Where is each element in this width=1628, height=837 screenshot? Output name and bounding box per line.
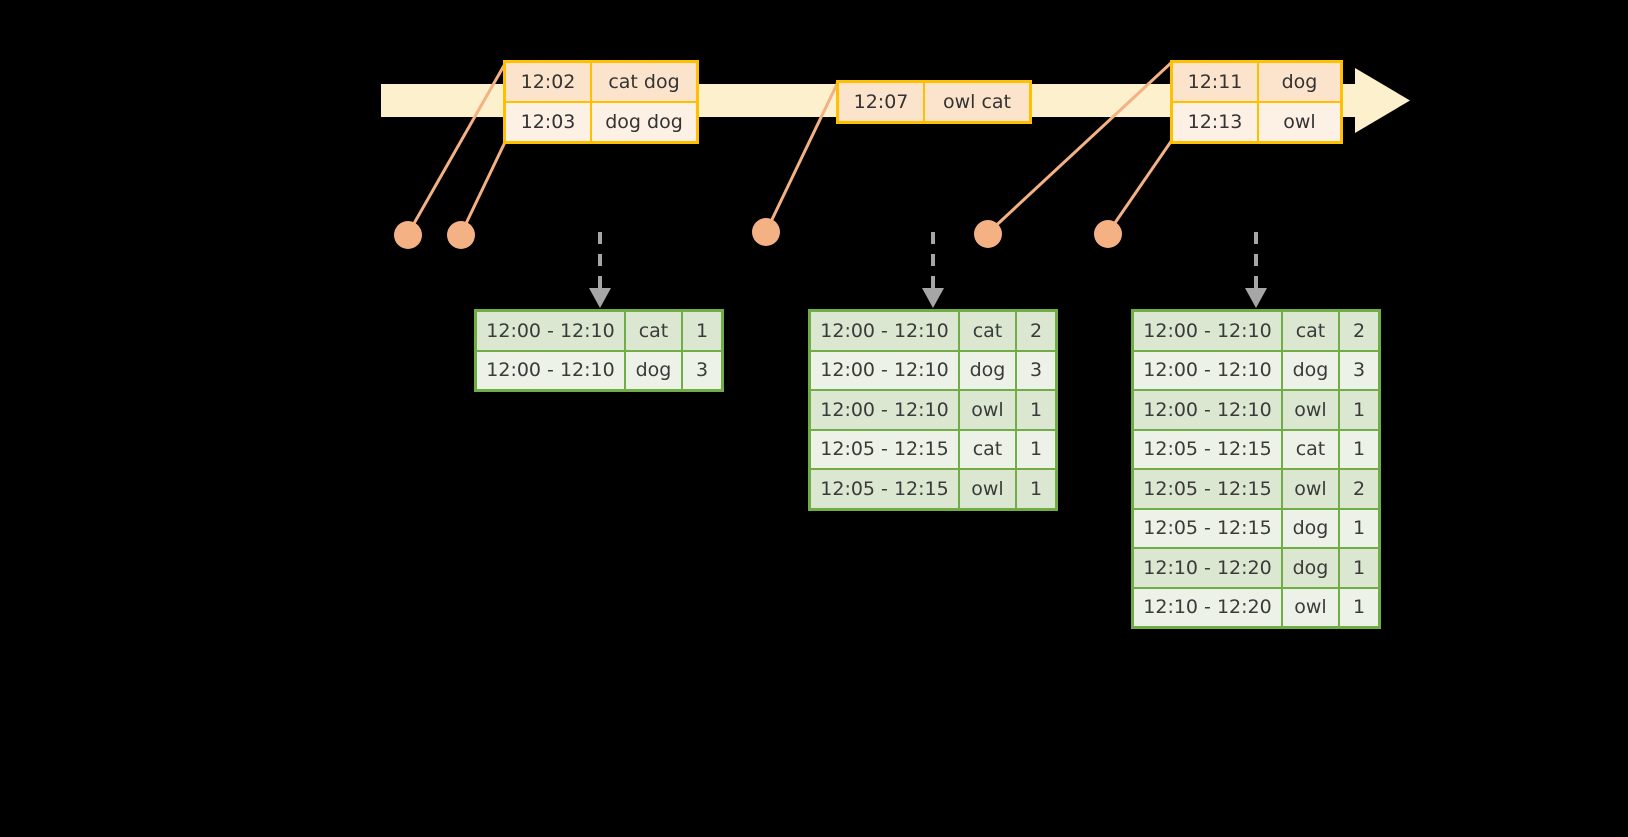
window-cell: 12:05 - 12:15 [811,470,960,508]
word-cell: cat [960,312,1017,350]
count-cell: 2 [1340,470,1378,508]
word-cell: dog [960,351,1017,389]
trigger-arrow-2 [922,232,944,308]
count-cell: 3 [1340,351,1378,389]
result-table-1: 12:00 - 12:10 cat 1 12:00 - 12:10 dog 3 [474,309,724,392]
event-value: owl [1259,103,1340,141]
window-cell: 12:05 - 12:15 [1134,430,1283,468]
table-row: 12:00 - 12:10 cat 2 [811,312,1055,350]
count-cell: 1 [1340,391,1378,429]
window-cell: 12:00 - 12:10 [477,312,626,350]
window-cell: 12:00 - 12:10 [811,351,960,389]
event-row: 12:13 owl [1173,101,1340,141]
event-row: 12:11 dog [1173,63,1340,101]
event-marker-3 [752,218,780,246]
count-cell: 3 [683,351,721,389]
event-time: 12:13 [1173,103,1259,141]
word-cell: owl [1283,470,1340,508]
count-cell: 1 [1340,588,1378,626]
word-cell: dog [1283,549,1340,587]
trigger-arrows [589,232,1267,308]
table-row: 12:05 - 12:15 dog 1 [1134,507,1378,547]
count-cell: 1 [683,312,721,350]
result-table-3: 12:00 - 12:10 cat 2 12:00 - 12:10 dog 3 … [1131,309,1381,629]
count-cell: 1 [1340,509,1378,547]
events-group-2: 12:07 owl cat [836,80,1032,124]
count-cell: 1 [1017,430,1055,468]
word-cell: owl [1283,588,1340,626]
count-cell: 1 [1017,470,1055,508]
window-cell: 12:00 - 12:10 [477,351,626,389]
window-cell: 12:00 - 12:10 [811,391,960,429]
trigger-arrow-1 [589,232,611,308]
word-cell: cat [626,312,683,350]
count-cell: 2 [1017,312,1055,350]
event-row: 12:07 owl cat [839,83,1029,121]
word-cell: owl [960,391,1017,429]
word-cell: cat [960,430,1017,468]
event-time: 12:11 [1173,63,1259,101]
event-value: owl cat [925,83,1029,121]
window-cell: 12:00 - 12:10 [1134,312,1283,350]
count-cell: 1 [1340,549,1378,587]
event-value: cat dog [592,63,696,101]
word-cell: cat [1283,312,1340,350]
events-group-3: 12:11 dog 12:13 owl [1170,60,1343,144]
word-cell: dog [626,351,683,389]
table-row: 12:00 - 12:10 dog 3 [477,349,721,389]
table-row: 12:00 - 12:10 owl 1 [811,389,1055,429]
window-cell: 12:00 - 12:10 [1134,351,1283,389]
event-marker-2 [447,221,475,249]
events-group-1: 12:02 cat dog 12:03 dog dog [503,60,699,144]
window-cell: 12:00 - 12:10 [1134,391,1283,429]
result-table-2: 12:00 - 12:10 cat 2 12:00 - 12:10 dog 3 … [808,309,1058,511]
event-time: 12:03 [506,103,592,141]
count-cell: 2 [1340,312,1378,350]
event-row: 12:02 cat dog [506,63,696,101]
event-markers [394,218,1122,249]
window-cell: 12:05 - 12:15 [1134,509,1283,547]
count-cell: 3 [1017,351,1055,389]
word-cell: owl [1283,391,1340,429]
trigger-arrow-3 [1245,232,1267,308]
event-time: 12:02 [506,63,592,101]
table-row: 12:00 - 12:10 cat 1 [477,312,721,350]
window-cell: 12:05 - 12:15 [811,430,960,468]
table-row: 12:10 - 12:20 dog 1 [1134,547,1378,587]
count-cell: 1 [1340,430,1378,468]
window-cell: 12:00 - 12:10 [811,312,960,350]
count-cell: 1 [1017,391,1055,429]
event-time: 12:07 [839,83,925,121]
word-cell: dog [1283,509,1340,547]
table-row: 12:00 - 12:10 dog 3 [1134,349,1378,389]
table-row: 12:05 - 12:15 cat 1 [1134,428,1378,468]
event-row: 12:03 dog dog [506,101,696,141]
event-marker-5 [1094,220,1122,248]
table-row: 12:05 - 12:15 owl 2 [1134,468,1378,508]
word-cell: owl [960,470,1017,508]
event-value: dog [1259,63,1340,101]
window-cell: 12:10 - 12:20 [1134,549,1283,587]
event-value: dog dog [592,103,696,141]
table-row: 12:10 - 12:20 owl 1 [1134,586,1378,626]
table-row: 12:05 - 12:15 owl 1 [811,468,1055,508]
table-row: 12:00 - 12:10 dog 3 [811,349,1055,389]
window-cell: 12:10 - 12:20 [1134,588,1283,626]
table-row: 12:05 - 12:15 cat 1 [811,428,1055,468]
table-row: 12:00 - 12:10 owl 1 [1134,389,1378,429]
event-marker-4 [974,220,1002,248]
word-cell: cat [1283,430,1340,468]
event-marker-1 [394,221,422,249]
word-cell: dog [1283,351,1340,389]
window-cell: 12:05 - 12:15 [1134,470,1283,508]
table-row: 12:00 - 12:10 cat 2 [1134,312,1378,350]
